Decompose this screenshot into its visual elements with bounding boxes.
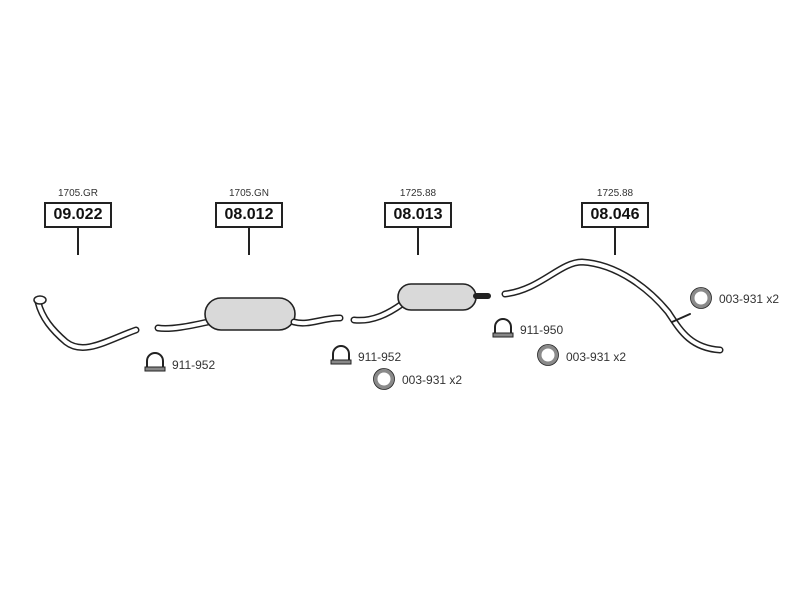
fitting-label: 911-952 [358, 350, 402, 364]
clamp-icon [330, 345, 352, 365]
fitting-label: 003-931 x2 [402, 373, 463, 387]
clamp-icon [144, 352, 166, 372]
part-sub-label: 1705.GN [228, 188, 270, 199]
part-number-box[interactable]: 08.013 [384, 202, 452, 228]
rear-muffler-08-013 [350, 283, 491, 324]
gasket-ring-icon [690, 287, 712, 309]
front-pipe-09-022 [33, 295, 140, 351]
center-muffler-08-012 [154, 297, 344, 332]
part-number-box[interactable]: 08.012 [215, 202, 283, 228]
part-number-box[interactable]: 08.046 [581, 202, 649, 228]
tail-pipe-08-046 [501, 258, 724, 354]
fitting-label: 911-950 [520, 323, 564, 337]
fitting-label: 003-931 x2 [719, 292, 780, 306]
part-sub-label: 1705.GR [57, 188, 99, 199]
part-number-box[interactable]: 09.022 [44, 202, 112, 228]
gasket-ring-icon [373, 368, 395, 390]
gasket-ring-icon [537, 344, 559, 366]
clamp-icon [492, 318, 514, 338]
part-sub-label: 1725.88 [399, 188, 437, 199]
fitting-label: 911-952 [172, 358, 216, 372]
fitting-label: 003-931 x2 [566, 350, 627, 364]
part-sub-label: 1725.88 [596, 188, 634, 199]
